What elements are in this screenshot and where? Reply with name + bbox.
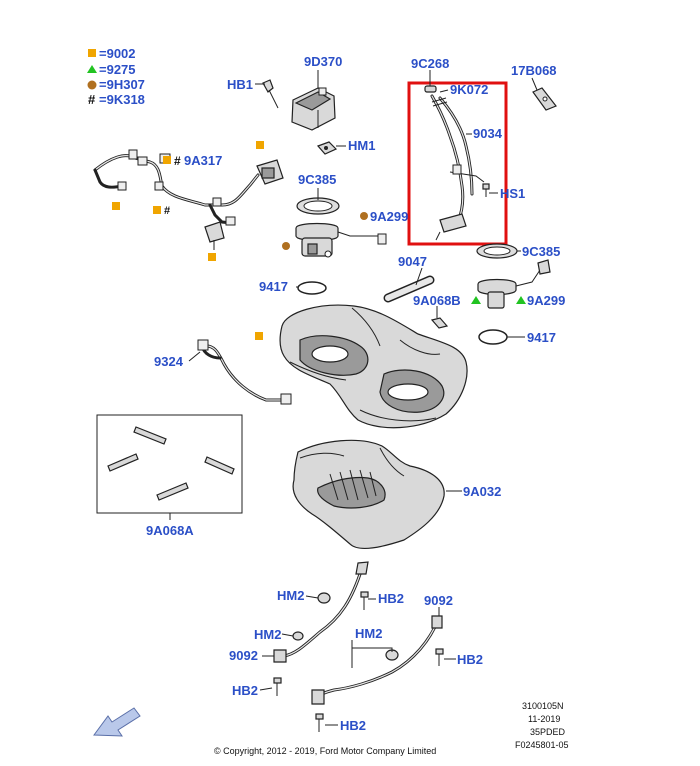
highlight-box bbox=[407, 81, 508, 246]
callout-hb2-right: HB2 bbox=[457, 652, 483, 667]
callout-hb2-bottom: HB2 bbox=[340, 718, 366, 733]
fuel-sender-right bbox=[477, 259, 551, 309]
fuel-tank bbox=[279, 304, 468, 429]
pads-box-9a068a bbox=[96, 414, 243, 514]
callout-9a032: 9A032 bbox=[463, 484, 501, 499]
legend-label-9002: =9002 bbox=[99, 46, 136, 61]
legend-label-9k318: =9K318 bbox=[99, 92, 145, 107]
hose-9047 bbox=[383, 275, 435, 303]
callout-hm1: HM1 bbox=[348, 138, 375, 153]
callout-9c385-left: 9C385 bbox=[298, 172, 336, 187]
marker-9275-9a299 bbox=[516, 296, 526, 304]
callout-9c268: 9C268 bbox=[411, 56, 449, 71]
fuel-line-9324 bbox=[197, 339, 292, 405]
fuel-line-9a317 bbox=[93, 149, 284, 250]
seal-9417-left bbox=[297, 281, 327, 295]
lock-ring-9c385-left bbox=[296, 197, 340, 215]
seal-9417-right bbox=[478, 329, 508, 345]
nut-hm1 bbox=[316, 141, 338, 155]
callout-9a299-right: 9A299 bbox=[527, 293, 565, 308]
marker-9002-line-b bbox=[163, 156, 171, 164]
marker-9002-line-a bbox=[256, 141, 264, 149]
legend-label-9275: =9275 bbox=[99, 62, 136, 77]
tank-strap-right bbox=[311, 615, 443, 705]
nut-hm2-mid bbox=[292, 631, 304, 641]
doc-code-2: 11-2019 bbox=[528, 714, 560, 724]
callout-9417-right: 9417 bbox=[527, 330, 556, 345]
marker-9002-line-c bbox=[112, 202, 120, 210]
marker-9002-line-e bbox=[208, 253, 216, 261]
legend-label-9h307: =9H307 bbox=[99, 77, 145, 92]
callout-9092-right: 9092 bbox=[424, 593, 453, 608]
heat-shield-9a032 bbox=[292, 439, 445, 549]
legend: =9002 =9275 =9H307 # =9K318 bbox=[87, 46, 145, 107]
marker-9002-line-d bbox=[153, 206, 161, 214]
callout-9d370: 9D370 bbox=[304, 54, 342, 69]
bolt-hb2-right bbox=[435, 648, 444, 666]
filler-pipe-9034 bbox=[430, 94, 485, 241]
bolt-hb2-top bbox=[360, 591, 369, 610]
copyright-text: © Copyright, 2012 - 2019, Ford Motor Com… bbox=[214, 746, 436, 756]
marker-9h307-9a299 bbox=[360, 212, 368, 220]
callout-9324: 9324 bbox=[154, 354, 184, 369]
doc-code-1: 3100105N bbox=[522, 701, 564, 711]
hash-mark-9a317: # bbox=[174, 154, 181, 168]
pad-9a068b bbox=[430, 317, 449, 329]
hash-mark-line: # bbox=[164, 205, 170, 217]
gasket-9k072 bbox=[431, 97, 448, 107]
doc-code-3: 35PDED bbox=[530, 727, 566, 737]
callout-hm2-mid: HM2 bbox=[254, 627, 281, 642]
marker-9h307-pump bbox=[282, 242, 290, 250]
callout-hm2-top: HM2 bbox=[277, 588, 304, 603]
legend-square-marker bbox=[88, 49, 96, 57]
fuel-pump-left bbox=[295, 222, 387, 258]
callout-9092-left: 9092 bbox=[229, 648, 258, 663]
callout-9a299-left: 9A299 bbox=[370, 209, 408, 224]
doc-code-4: F0245801-05 bbox=[515, 740, 569, 750]
bolt-hb1 bbox=[262, 79, 279, 109]
callout-9k072: 9K072 bbox=[450, 82, 488, 97]
callout-hb2-top: HB2 bbox=[378, 591, 404, 606]
bolt-hb2-bottom-left bbox=[273, 677, 282, 696]
callout-hb1: HB1 bbox=[227, 77, 253, 92]
callout-9c385-right: 9C385 bbox=[522, 244, 560, 259]
evap-module-9d370 bbox=[291, 72, 336, 131]
callout-9047: 9047 bbox=[398, 254, 427, 269]
callout-hb2-bottom-left: HB2 bbox=[232, 683, 258, 698]
marker-9002-tank bbox=[255, 332, 263, 340]
callout-9a068a: 9A068A bbox=[146, 523, 194, 538]
legend-hash-marker: # bbox=[88, 92, 96, 107]
callout-9a317: 9A317 bbox=[184, 153, 222, 168]
leader-lines bbox=[169, 70, 538, 726]
bracket-17b068 bbox=[532, 87, 557, 111]
front-arrow-icon bbox=[93, 707, 141, 737]
bolt-hb2-bottom bbox=[315, 713, 324, 732]
lock-ring-9c385-right bbox=[476, 243, 518, 259]
callout-9a068b: 9A068B bbox=[413, 293, 461, 308]
callout-hs1: HS1 bbox=[500, 186, 525, 201]
marker-9275-sender bbox=[471, 296, 481, 304]
cap-9c268 bbox=[424, 85, 437, 93]
callout-17b068: 17B068 bbox=[511, 63, 557, 78]
callout-9034: 9034 bbox=[473, 126, 503, 141]
callout-hm2-right: HM2 bbox=[355, 626, 382, 641]
callout-9417-left: 9417 bbox=[259, 279, 288, 294]
nut-hm2-top bbox=[317, 592, 331, 604]
legend-triangle-marker bbox=[87, 65, 97, 73]
tank-strap-left bbox=[273, 561, 369, 663]
screw-hs1 bbox=[482, 183, 490, 197]
legend-circle-marker bbox=[87, 80, 97, 90]
